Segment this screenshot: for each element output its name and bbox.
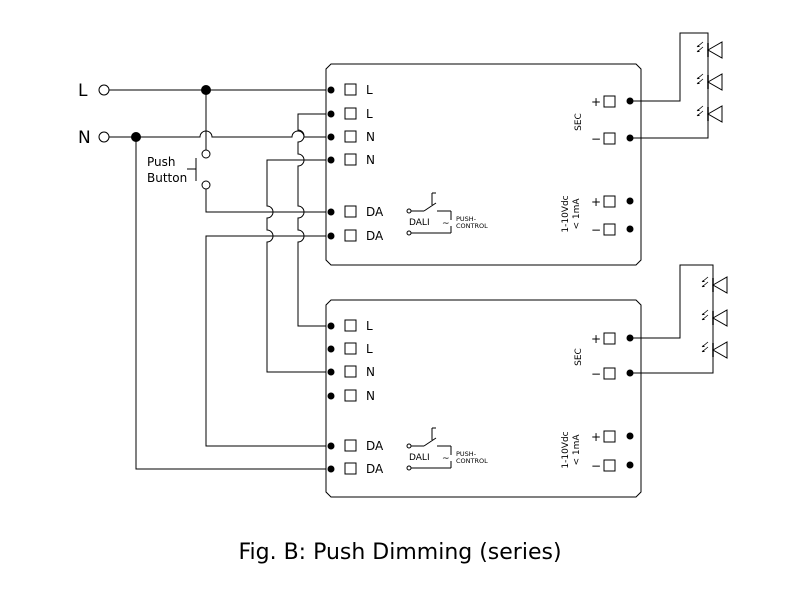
minus-symbol: − [591,132,601,146]
terminal-label: N [366,365,375,379]
plus-symbol: + [591,95,601,109]
terminal-label: DA [366,229,384,243]
push-button-label: Push [147,155,176,169]
driver-bottom: L L N N DA DA DALI ~ PUSH- CONTROL SEC +… [325,299,642,498]
minus-symbol: − [591,223,601,237]
terminal-label: L [366,319,373,333]
led-string-bottom [630,264,728,374]
dali-label: DALI [409,218,430,228]
minus-symbol: − [591,367,601,381]
dimming-label: < 1mA [572,434,582,466]
neutral-input-label: N [78,128,91,148]
line-input-terminal [98,84,110,96]
terminal-label: N [366,389,375,403]
terminal-label: N [366,130,375,144]
terminal-block: L L N N DA DA [327,319,384,476]
led-icon [696,102,723,126]
led-icon [701,338,728,362]
dali-label: DALI [409,453,430,463]
push-button-label: Button [147,171,187,185]
push-button-contact [201,149,211,159]
minus-symbol: − [591,459,601,473]
sec-label: SEC [574,348,584,366]
neutral-input-terminal [98,131,110,143]
dali-switch-symbol: DALI ~ PUSH- CONTROL [406,427,488,471]
push-control-label: CONTROL [456,457,488,465]
line-input-label: L [78,81,88,101]
dimming-label: 1-10Vdc [561,195,571,232]
push-control-label: PUSH- [456,450,477,458]
terminal-label: L [366,83,373,97]
terminal-label: L [366,107,373,121]
led-icon [696,38,723,62]
plus-symbol: + [591,332,601,346]
terminal-label: DA [366,462,384,476]
dali-switch-symbol: DALI ~ PUSH- CONTROL [406,192,488,236]
led-icon [696,70,723,94]
dimming-label: < 1mA [572,198,582,230]
led-icon [701,273,728,297]
terminal-label: N [366,153,375,167]
tilde-symbol: ~ [442,454,450,464]
dimming-label: 1-10Vdc [561,431,571,468]
terminal-label: DA [366,439,384,453]
tilde-symbol: ~ [442,219,450,229]
sec-label: SEC [574,113,584,131]
led-string-top [630,32,723,139]
terminal-label: DA [366,205,384,219]
led-icon [701,306,728,330]
terminal-label: L [366,342,373,356]
wiring [109,85,331,470]
plus-symbol: + [591,195,601,209]
figure-caption: Fig. B: Push Dimming (series) [238,540,561,565]
push-control-label: PUSH- [456,215,477,223]
terminal-block: L L N N DA DA [327,83,384,243]
driver-top: L L N N DA DA DALI ~ PUSH- CONTROL SEC +… [325,63,642,266]
push-button-contact [201,180,211,190]
plus-symbol: + [591,430,601,444]
push-control-label: CONTROL [456,222,488,230]
